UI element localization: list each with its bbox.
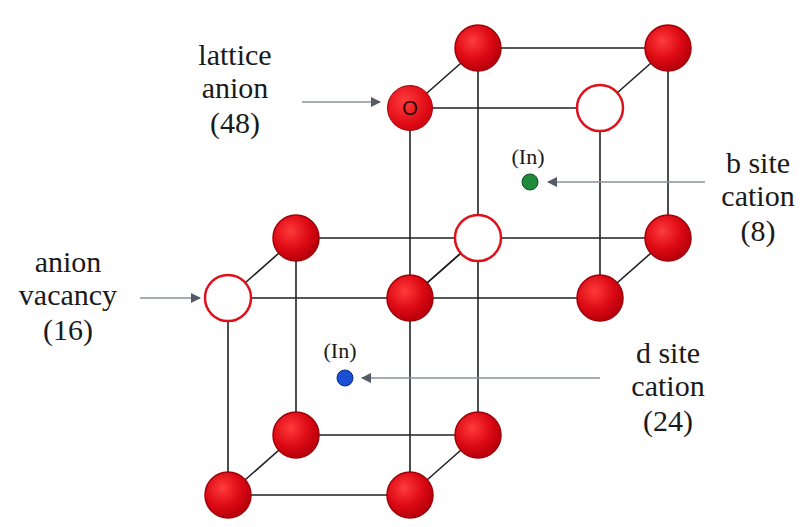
label-name: lattice anion xyxy=(175,38,295,104)
element-symbol: O xyxy=(402,97,418,120)
count-number: (8) xyxy=(708,214,808,247)
oxygen-spheres xyxy=(205,25,691,518)
element-label: (In) xyxy=(305,338,375,364)
b-site-cation-dot xyxy=(522,174,538,190)
oxygen-sphere: O xyxy=(387,85,433,131)
element-label: (In) xyxy=(493,144,563,170)
count-number: (16) xyxy=(6,313,130,346)
label-name: anion vacancy xyxy=(6,245,130,311)
d-site-cation-dot xyxy=(337,370,353,386)
vacancy-spheres xyxy=(205,85,623,321)
leader-arrows xyxy=(140,102,705,378)
label-name: b site cation xyxy=(708,146,808,212)
count-number: (48) xyxy=(175,106,295,139)
label-name: d site cation xyxy=(613,336,723,402)
cube-edges xyxy=(228,48,668,495)
count-number: (24) xyxy=(613,404,723,437)
